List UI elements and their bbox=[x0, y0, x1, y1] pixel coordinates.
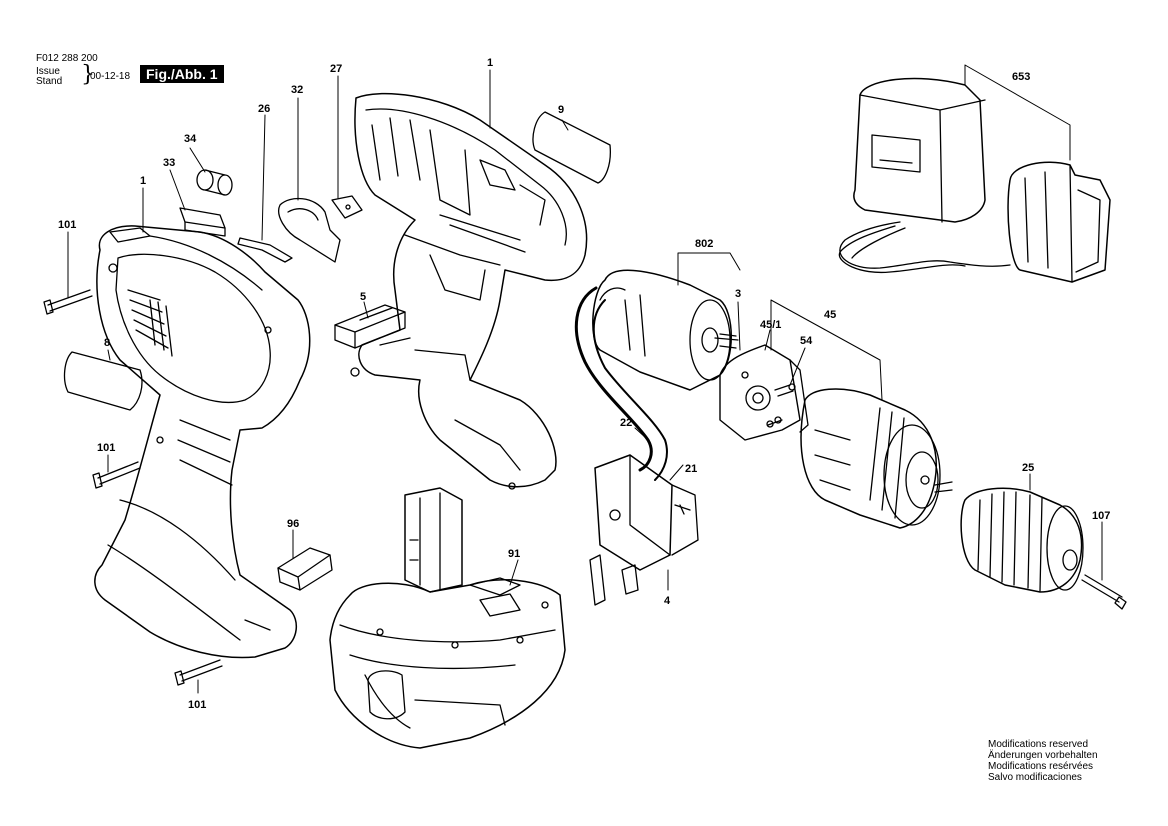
issue-label: Issue bbox=[36, 66, 60, 77]
label-101-top: 101 bbox=[58, 219, 76, 231]
screw-101-middle bbox=[92, 461, 141, 489]
label-45: 45 bbox=[824, 309, 836, 321]
part-96-holder bbox=[277, 547, 333, 591]
label-9: 9 bbox=[558, 104, 564, 116]
label-107: 107 bbox=[1092, 510, 1110, 522]
label-34: 34 bbox=[184, 133, 197, 145]
screw-101-top bbox=[43, 289, 93, 315]
brace-glyph: } bbox=[81, 62, 95, 87]
leader-lines bbox=[67, 64, 1103, 694]
gearbox-45 bbox=[800, 388, 953, 529]
label-32: 32 bbox=[291, 84, 303, 96]
part-32-lever bbox=[278, 197, 341, 263]
label-33: 33 bbox=[163, 157, 175, 169]
label-27: 27 bbox=[330, 63, 342, 75]
battery-pack-91 bbox=[329, 487, 566, 749]
part-26-clip bbox=[237, 237, 293, 263]
label-101-middle: 101 bbox=[97, 442, 115, 454]
modifications-notice: Modifications reserved Änderungen vorbeh… bbox=[988, 739, 1098, 783]
part-33-block bbox=[179, 207, 226, 237]
label-4: 4 bbox=[664, 595, 671, 607]
issue-date: 00-12-18 bbox=[90, 71, 131, 82]
right-housing-half bbox=[350, 92, 588, 490]
screw-107 bbox=[1081, 574, 1127, 610]
label-26: 26 bbox=[258, 103, 270, 115]
stand-label: Stand bbox=[36, 76, 63, 87]
label-802: 802 bbox=[695, 238, 713, 250]
label-8: 8 bbox=[104, 337, 110, 349]
screw-101-bottom bbox=[174, 659, 223, 686]
label-21: 21 bbox=[685, 463, 697, 475]
label-plate-8 bbox=[63, 351, 143, 411]
label-25: 25 bbox=[1022, 462, 1034, 474]
label-653: 653 bbox=[1012, 71, 1030, 83]
label-96: 96 bbox=[287, 518, 299, 530]
left-housing-half bbox=[94, 225, 311, 659]
switch-4 bbox=[589, 454, 699, 606]
part-45-1-bracket bbox=[719, 344, 809, 441]
notice-line-en: Modifications reserved bbox=[988, 739, 1089, 750]
part-5-slider bbox=[334, 304, 406, 349]
notice-line-de: Änderungen vorbehalten bbox=[988, 750, 1098, 761]
label-22: 22 bbox=[620, 417, 632, 429]
drawing-number: F012 288 200 bbox=[36, 53, 98, 64]
label-5: 5 bbox=[360, 291, 366, 303]
motor-802 bbox=[592, 269, 739, 391]
notice-line-es: Salvo modificaciones bbox=[988, 772, 1082, 783]
label-1-right: 1 bbox=[487, 57, 493, 69]
label-1-left: 1 bbox=[140, 175, 146, 187]
figure-label: Fig./Abb. 1 bbox=[140, 65, 224, 83]
label-54: 54 bbox=[800, 335, 813, 347]
part-27-plate bbox=[331, 195, 363, 219]
part-number-labels: 1 1 3 4 5 8 9 21 22 25 26 27 32 33 34 45… bbox=[58, 57, 1110, 711]
label-3: 3 bbox=[735, 288, 741, 300]
label-45-1: 45/1 bbox=[760, 319, 781, 331]
chuck-25 bbox=[960, 487, 1084, 593]
label-plate-9 bbox=[532, 111, 611, 184]
motor-wires bbox=[574, 286, 668, 481]
label-101-bottom: 101 bbox=[188, 699, 206, 711]
label-91: 91 bbox=[508, 548, 520, 560]
part-34-cylinder bbox=[196, 169, 233, 196]
notice-line-fr: Modifications resérvées bbox=[988, 761, 1094, 772]
charger-653 bbox=[838, 77, 1111, 283]
part-54-screws bbox=[766, 383, 796, 428]
